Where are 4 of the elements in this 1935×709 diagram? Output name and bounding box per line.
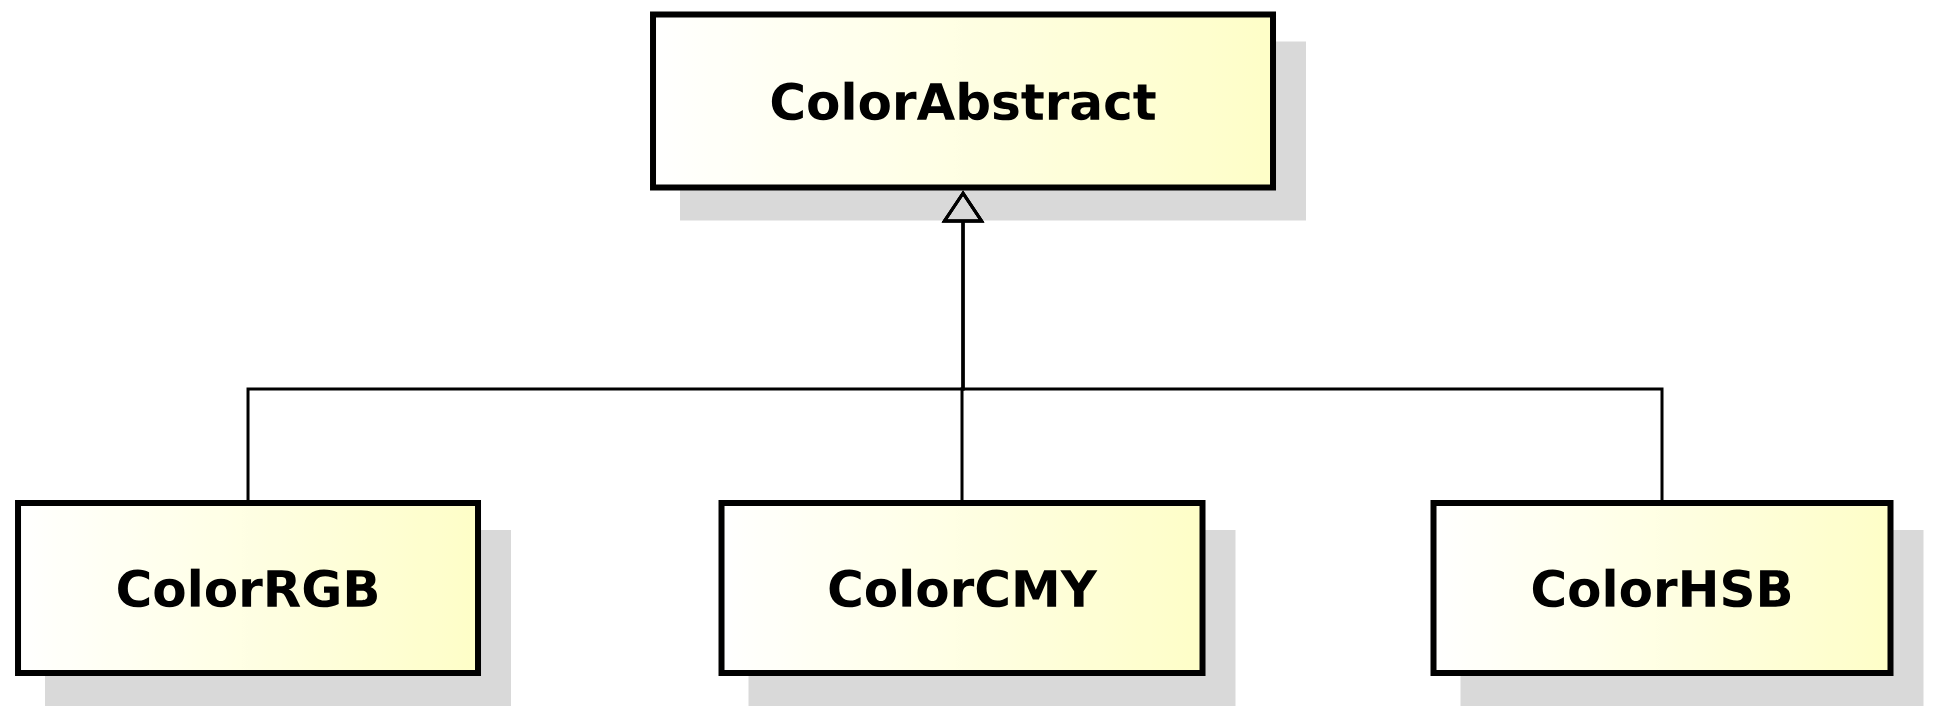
class-box: ColorCMY — [718, 500, 1236, 706]
class-box: ColorRGB — [15, 500, 511, 706]
class-box: ColorHSB — [1430, 500, 1924, 706]
class-box: ColorAbstract — [650, 11, 1306, 221]
